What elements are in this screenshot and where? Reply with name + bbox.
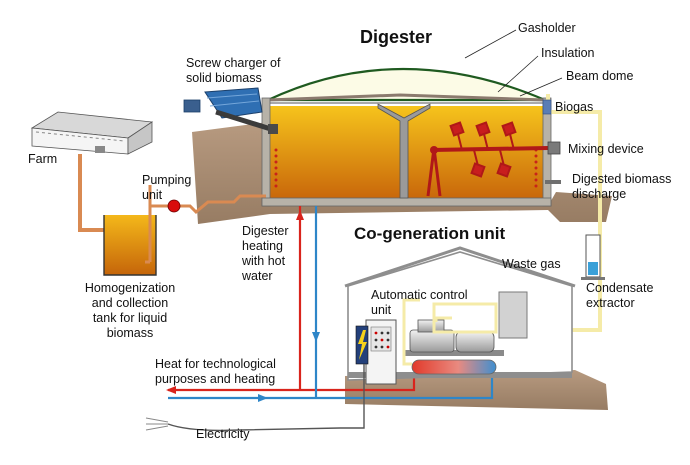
discharge-pipe	[545, 180, 561, 184]
label-heating-1: Digester	[242, 224, 289, 238]
leader-lines	[464, 29, 563, 97]
label-pumping-2: unit	[142, 188, 163, 202]
label-condensate-1: Condensate	[586, 281, 654, 295]
label-heating-4: water	[242, 269, 273, 283]
heat-exchanger	[411, 359, 497, 375]
label-heat-1: Heat for technological	[155, 357, 276, 371]
label-electricity: Electricity	[196, 427, 250, 441]
label-pumping-1: Pumping	[142, 173, 192, 187]
label-heat-2: purposes and heating	[155, 372, 276, 386]
screw-charger	[183, 87, 278, 134]
label-mixing-device: Mixing device	[568, 142, 644, 156]
label-screw-1: Screw charger of	[186, 56, 281, 70]
cogeneration-title: Co-generation unit	[354, 224, 506, 243]
biomass-feed-pipe	[148, 185, 266, 215]
automatic-control-unit	[355, 319, 397, 385]
electricity-line	[167, 364, 365, 432]
digester-floor	[261, 197, 552, 207]
digester-title: Digester	[360, 27, 433, 47]
label-beam-dome: Beam dome	[566, 69, 634, 83]
label-control-2: unit	[371, 303, 392, 317]
label-condensate-2: extractor	[586, 296, 635, 310]
mixing-motor	[547, 141, 561, 155]
label-homog-1: Homogenization	[84, 281, 176, 295]
label-homog-2: and collection	[91, 296, 169, 310]
label-homog-3: tank for liquid	[92, 311, 168, 325]
label-screw-2: solid biomass	[186, 71, 262, 85]
condensate-extractor	[581, 234, 605, 280]
label-digested-2: discharge	[572, 187, 627, 201]
mixing-device	[426, 121, 549, 197]
biogas-valve	[542, 99, 552, 115]
label-homog-4: biomass	[106, 326, 154, 340]
farm-building	[30, 111, 154, 155]
label-insulation: Insulation	[541, 46, 595, 60]
ground-building	[345, 370, 608, 410]
label-control-1: Automatic control	[371, 288, 468, 302]
beam-dome	[267, 93, 546, 102]
electricity-plug	[145, 417, 169, 431]
heating-coils	[274, 148, 538, 188]
engine-generator	[404, 302, 504, 356]
pumping-unit	[167, 199, 181, 213]
label-digested-1: Digested biomass	[572, 172, 672, 186]
ground-mound	[192, 122, 612, 224]
dome	[267, 67, 546, 102]
label-farm: Farm	[28, 152, 58, 166]
label-heating-3: with hot	[242, 254, 286, 268]
label-gasholder: Gasholder	[518, 21, 576, 35]
farm-pipe	[78, 154, 104, 232]
label-heating-2: heating	[242, 239, 284, 253]
digester-wall-left	[261, 97, 271, 207]
label-waste-gas: Waste gas	[502, 257, 561, 271]
central-column	[377, 103, 431, 199]
label-biogas: Biogas	[555, 100, 594, 114]
waste-gas-panel	[498, 291, 528, 339]
homogenization-tank	[103, 185, 157, 276]
